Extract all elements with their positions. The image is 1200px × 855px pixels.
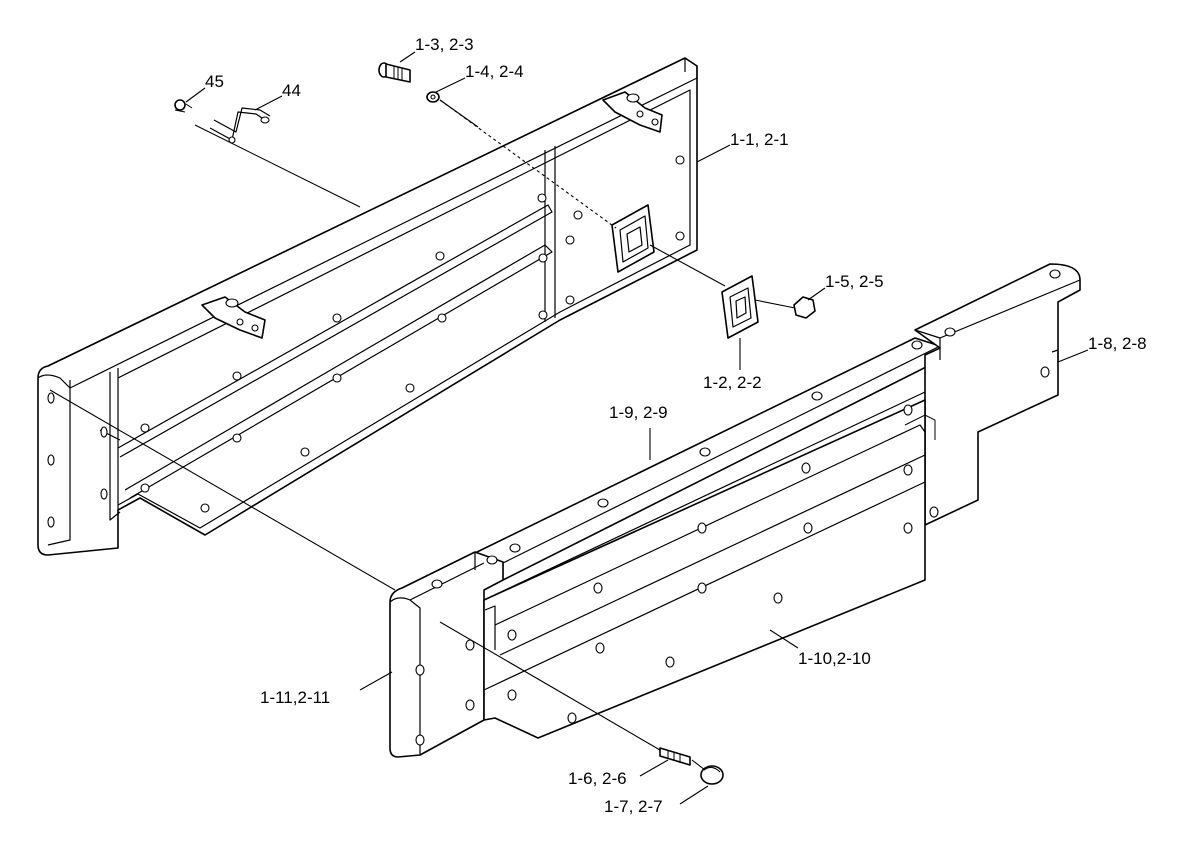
washer-part-1-4	[426, 91, 440, 103]
callout-1-8: 1-8, 2-8	[1088, 334, 1147, 353]
latch-plate-part-1-2	[721, 275, 759, 339]
alignment-lines	[49, 99, 796, 771]
rear-frame-panel	[37, 57, 698, 556]
bolt-part-1-3	[378, 62, 411, 83]
callout-1-2: 1-2, 2-2	[703, 373, 762, 392]
callout-leaders	[185, 51, 1089, 805]
rear-frame-holes	[47, 155, 685, 528]
callout-1-1: 1-1, 2-1	[730, 130, 789, 149]
callout-labels: 45 44 1-3, 2-3 1-4, 2-4 1-1, 2-1 1-5, 2-…	[205, 35, 1147, 816]
lower-hinge	[201, 296, 266, 339]
right-end-part-1-8	[914, 263, 1081, 526]
callout-1-11: 1-11,2-11	[260, 688, 330, 707]
latch-plate-mounted	[611, 204, 655, 273]
callout-1-10: 1-10,2-10	[798, 649, 871, 668]
callout-1-4: 1-4, 2-4	[465, 62, 524, 81]
callout-1-7: 1-7, 2-7	[604, 797, 663, 816]
callout-1-6: 1-6, 2-6	[568, 769, 627, 788]
callout-44: 44	[282, 81, 301, 100]
lower-panel-part-1-10	[483, 391, 936, 739]
callout-1-9: 1-9, 2-9	[609, 403, 668, 422]
nut-part-1-5	[793, 296, 816, 319]
clip-part-44	[209, 107, 271, 144]
pin-part-45	[174, 99, 193, 113]
cap-part-1-7	[700, 765, 724, 785]
callout-1-5: 1-5, 2-5	[825, 272, 884, 291]
upper-hinge	[602, 91, 663, 133]
pin-part-1-6	[659, 747, 691, 766]
callout-1-3: 1-3, 2-3	[415, 35, 474, 54]
callout-45: 45	[205, 72, 224, 91]
